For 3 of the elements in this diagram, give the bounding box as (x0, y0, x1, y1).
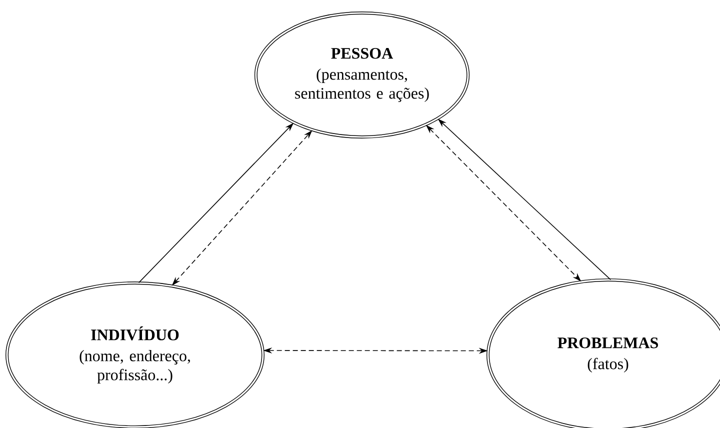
ellipse-node: INDIVÍDUO (nome, endereço, profissão...) (6, 282, 264, 428)
ellipse-node: PESSOA (pensamentos, sentimentos e ações) (254, 12, 470, 138)
ellipse-node: PROBLEMAS (fatos) (486, 278, 720, 428)
